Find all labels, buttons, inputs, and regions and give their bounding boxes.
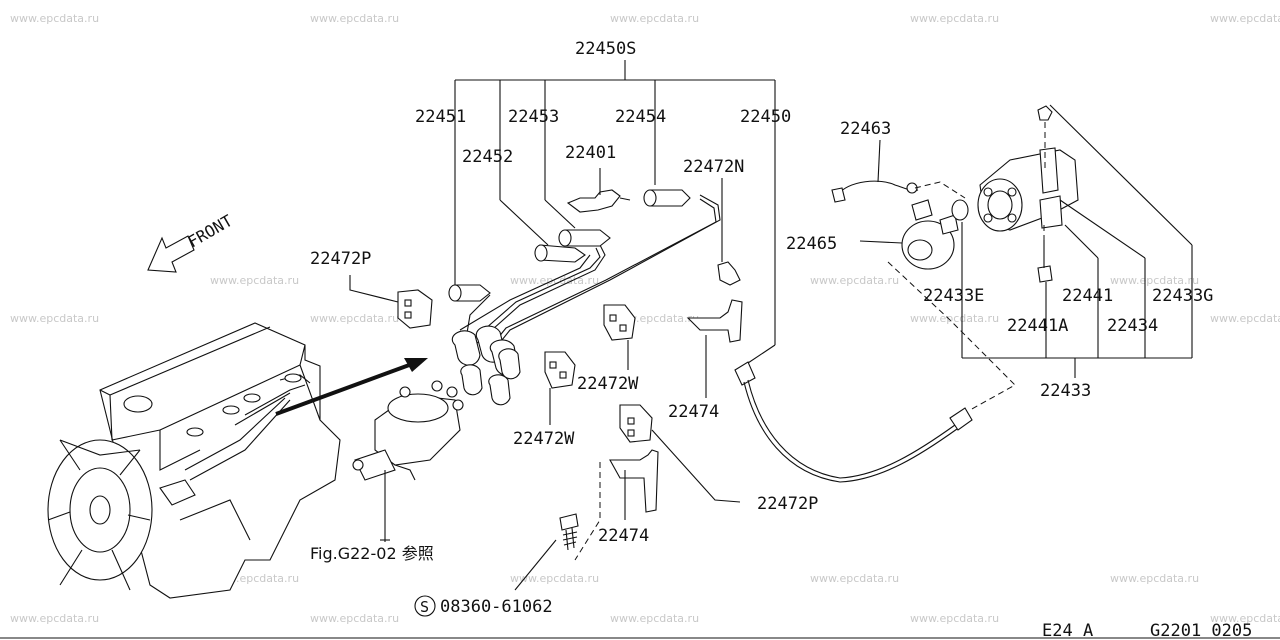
clamp-22472P-upper [349, 275, 433, 329]
label-22452: 22452 [462, 147, 513, 167]
label-22472P-upper: 22472P [310, 249, 371, 269]
label-22441A: 22441A [1007, 316, 1068, 336]
label-22441: 22441 [1062, 286, 1113, 306]
watermark-text: www.epcdata.ru [310, 312, 399, 325]
label-22474-upper: 22474 [668, 402, 719, 422]
clamp-22472W-upper [603, 304, 636, 370]
assembly-arrow [275, 358, 428, 416]
watermark-text: www.epcdata.ru [510, 274, 599, 287]
label-22474-lower: 22474 [598, 526, 649, 546]
label-22450: 22450 [740, 107, 791, 127]
distributor [352, 380, 464, 541]
watermark-text: www.epcdata.ru [910, 612, 999, 625]
ignition-lead-set [448, 60, 973, 483]
label-22433G: 22433G [1152, 286, 1213, 306]
label-22472W-upper: 22472W [577, 374, 639, 394]
watermark-text: www.epcdata.ru [1110, 572, 1199, 585]
screw-symbol-circle [414, 595, 436, 617]
footer: E24 A G2201 0205 [0, 621, 1280, 640]
screw-symbol: S [420, 598, 429, 616]
clamp-22472W-lower [544, 351, 576, 425]
label-22434: 22434 [1107, 316, 1158, 336]
label-22450S: 22450S [575, 39, 636, 59]
bracket-22474-upper [686, 299, 743, 398]
front-label: FRONT [185, 211, 237, 252]
spark-plug [566, 168, 631, 213]
watermark-text: www.epcdata.ru [1110, 274, 1199, 287]
watermark-text: www.epcdata.ru [10, 12, 99, 25]
label-22433E: 22433E [923, 286, 984, 306]
watermark-text: www.epcdata.ru [10, 312, 99, 325]
footer-code-left: E24 A [1042, 621, 1093, 640]
label-22463: 22463 [840, 119, 891, 139]
watermark-text: www.epcdata.ru [810, 572, 899, 585]
label-22472P-lower: 22472P [757, 494, 818, 514]
label-22472N: 22472N [683, 157, 744, 177]
label-22465: 22465 [786, 234, 837, 254]
watermark-text: www.epcdata.ru [1210, 12, 1280, 25]
watermark-text: www.epcdata.ru [910, 12, 999, 25]
label-22433: 22433 [1040, 381, 1091, 401]
watermark-text: www.epcdata.ru [510, 572, 599, 585]
label-22472W-lower: 22472W [513, 429, 575, 449]
watermark-text: www.epcdata.ru [1210, 612, 1280, 625]
label-22451: 22451 [415, 107, 466, 127]
clamp-22472P-lower [619, 404, 741, 503]
engine-block [99, 322, 341, 599]
footer-code-right: G2201 0205 [1150, 621, 1252, 640]
front-arrow: FRONT [147, 211, 237, 273]
clamp-22472N [717, 178, 741, 286]
watermark-text: www.epcdata.ru [310, 612, 399, 625]
label-screw: 08360-61062 [440, 597, 553, 617]
watermark-text: www.epcdata.ru [10, 612, 99, 625]
watermark-text: www.epcdata.ru [310, 12, 399, 25]
ignition-coil-assembly [831, 104, 1193, 411]
part-labels: 22450S 22451 22453 22454 22450 22452 224… [310, 39, 1213, 617]
screw [514, 513, 579, 591]
watermark-text: www.epcdata.ru [610, 612, 699, 625]
label-22454: 22454 [615, 107, 666, 127]
label-22401: 22401 [565, 143, 616, 163]
watermark-text: www.epcdata.ru [910, 312, 999, 325]
watermark-text: www.epcdata.ru [1210, 312, 1280, 325]
bracket-22474-lower [574, 449, 659, 561]
cooling-fan [47, 439, 153, 591]
watermark-text: www.epcdata.ru [810, 274, 899, 287]
label-22453: 22453 [508, 107, 559, 127]
watermark-text: www.epcdata.ru [610, 12, 699, 25]
label-fig-reference: Fig.G22-02 参照 [310, 544, 434, 563]
watermark-text: www.epcdata.ru [210, 274, 299, 287]
